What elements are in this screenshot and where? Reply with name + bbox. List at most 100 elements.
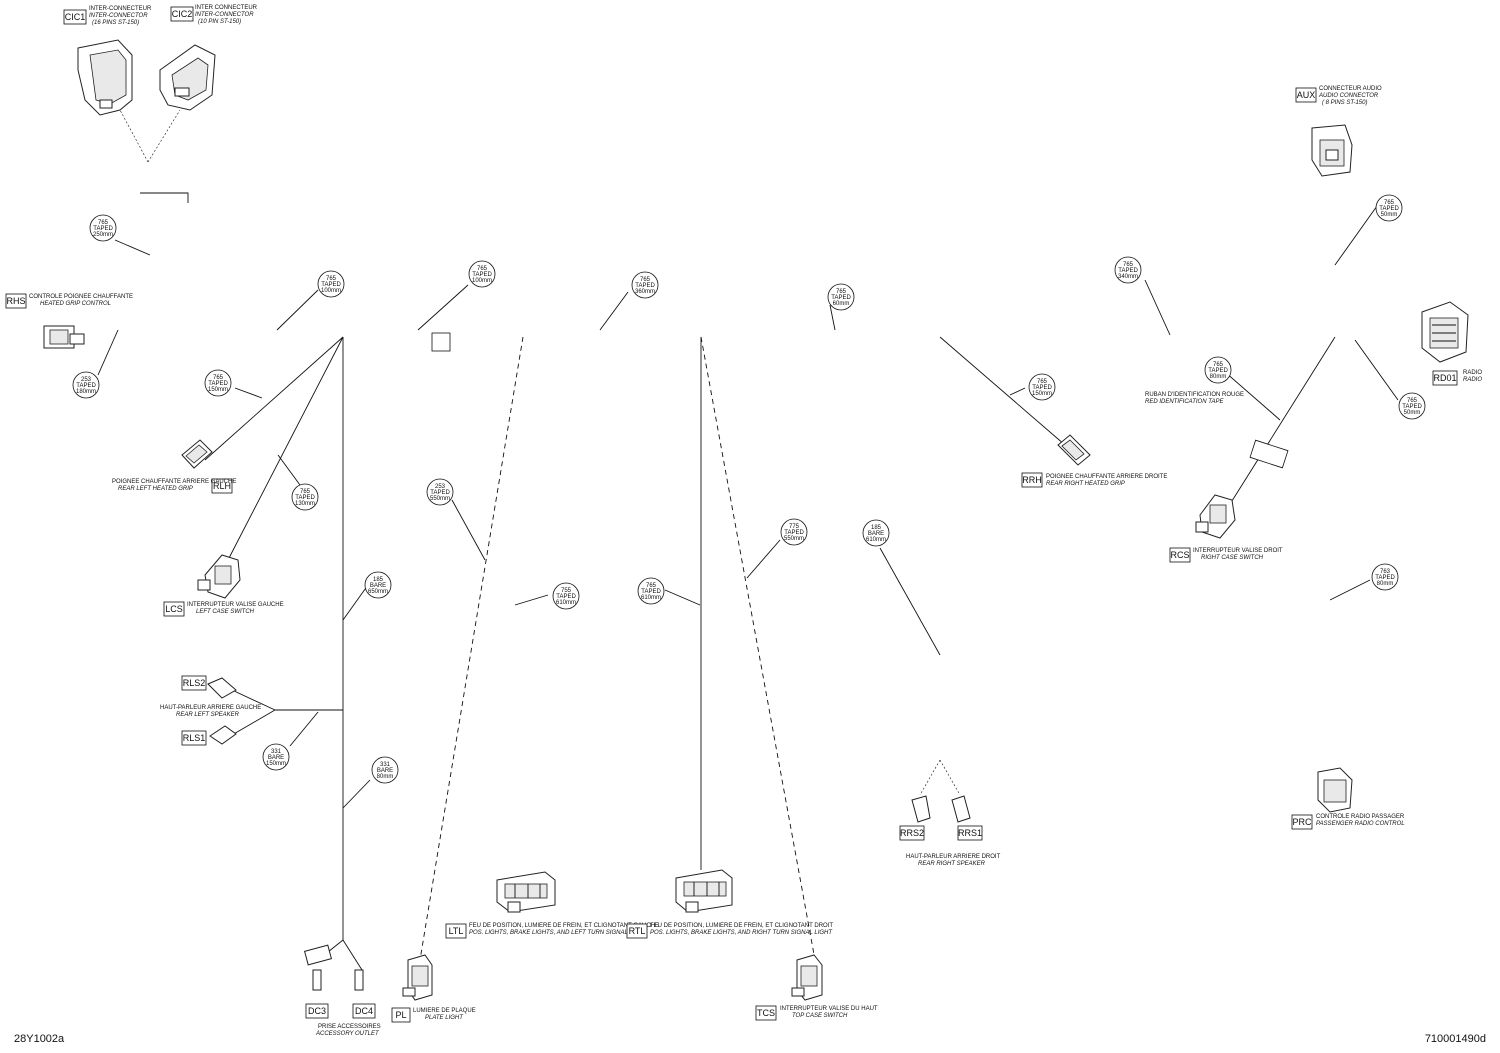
aux-en: AUDIO CONNECTOR (1318, 93, 1379, 99)
rhs-code: RHS (6, 296, 25, 306)
rcs-en: RIGHT CASE SWITCH (1201, 555, 1264, 561)
tcs-code: TCS (757, 1008, 775, 1018)
ltl-code: LTL (449, 926, 464, 936)
rls-fr: HAUT-PARLEUR ARRIERE GAUCHE (160, 705, 261, 711)
label-aux: AUX CONNECTEUR AUDIO AUDIO CONNECTOR ( 8… (1295, 86, 1382, 106)
callout-line: TAPED (635, 283, 655, 289)
label-red-tape: RUBAN D'IDENTIFICATION ROUGE RED IDENTIF… (1145, 392, 1244, 405)
rls1-code: RLS1 (183, 733, 206, 743)
label-cic2: CIC2 INTER CONNECTEUR INTER-CONNECTOR (1… (170, 5, 258, 25)
connector-rls2-shape (207, 677, 237, 699)
rhs-fr: CONTROLE POIGNEE CHAUFFANTE (29, 294, 133, 300)
aux-fr: CONNECTEUR AUDIO (1319, 86, 1382, 92)
callout-circle (204, 369, 232, 397)
callout-line: 150mm (208, 387, 228, 393)
callout-line: TAPED (1032, 385, 1052, 391)
rcs-code: RCS (1170, 550, 1189, 560)
cic2-code: CIC2 (172, 9, 193, 19)
callout-line: 130mm (295, 501, 315, 507)
callout-line: 360mm (635, 289, 655, 295)
dc4-code: DC4 (355, 1006, 373, 1016)
lcs-fr: INTERRUPTEUR VALISE GAUCHE (187, 602, 284, 608)
red-id-tape-shape (1249, 439, 1289, 469)
callout-line: 50mm (1381, 212, 1398, 218)
label-tcs: TCS INTERRUPTEUR VALISE DU HAUT TOP CASE… (755, 1005, 878, 1021)
callout-circle (89, 214, 117, 242)
rlh-code: RLH (213, 481, 231, 491)
callout-line: 765 (477, 266, 488, 272)
label-cic1: CIC1 INTER-CONNECTEUR INTER-CONNECTOR (1… (63, 6, 152, 26)
connector-rrh-shape (1057, 434, 1091, 466)
connector-shapes (43, 39, 1469, 1001)
connector-rls1-shape (209, 725, 237, 745)
pl-code: PL (395, 1010, 406, 1020)
callout-line: BARE (377, 768, 393, 774)
callout-line: TAPED (321, 282, 341, 288)
callout-circle (631, 271, 659, 299)
callout-circle (1204, 356, 1232, 384)
callout-line: 50mm (1404, 410, 1421, 416)
callout-line: 253 (435, 484, 446, 490)
callout-circle (426, 478, 454, 506)
callout-line: 765 (1384, 200, 1395, 206)
cic2-en: INTER-CONNECTOR (195, 12, 254, 18)
label-rhs: RHS CONTROLE POIGNEE CHAUFFANTE HEATED G… (5, 293, 133, 309)
rtl-fr: FEU DE POSITION, LUMIERE DE FREIN, ET CL… (650, 923, 833, 929)
callout-line: TAPED (76, 383, 96, 389)
cic1-fr: INTER-CONNECTEUR (89, 6, 152, 12)
connector-dc3-shape (303, 944, 333, 991)
callout-line: TAPED (556, 594, 576, 600)
tcs-fr: INTERRUPTEUR VALISE DU HAUT (780, 1006, 878, 1012)
connector-cic1-shape (77, 39, 133, 116)
prc-en: PASSENGER RADIO CONTROL (1316, 821, 1405, 827)
callout-line: 610mm (641, 595, 661, 601)
callout-line: 763 (1380, 569, 1391, 575)
rls2-code: RLS2 (183, 678, 206, 688)
connector-rhs-shape (43, 325, 85, 349)
rd01-fr: RADIO (1463, 370, 1482, 376)
callout-circle (291, 483, 319, 511)
label-rls2: RLS2 (181, 675, 207, 691)
aux-code: AUX (1297, 90, 1316, 100)
aux-note: ( 8 PINS ST-150) (1322, 100, 1367, 106)
callout-circle (827, 283, 855, 311)
callout-line: 185 (871, 525, 882, 531)
rrs1-code: RRS1 (958, 828, 982, 838)
callout-line: 550mm (430, 496, 450, 502)
tape-en: RED IDENTIFICATION TAPE (1145, 399, 1224, 405)
callout-circle (371, 756, 399, 784)
callout-line: TAPED (93, 226, 113, 232)
callout-line: 331 (380, 762, 391, 768)
callout-circle (364, 571, 392, 599)
connector-rtl-shape (675, 869, 733, 913)
connector-pl-shape (402, 954, 433, 1001)
callout-circle (468, 260, 496, 288)
callout-line: 80mm (377, 774, 394, 780)
cic1-code: CIC1 (65, 12, 86, 22)
label-dc3: DC3 (305, 1003, 329, 1019)
callout-line: 100mm (321, 288, 341, 294)
label-rls1: RLS1 (181, 730, 207, 746)
ltl-en: POS. LIGHTS, BRAKE LIGHTS, AND LEFT TURN… (469, 930, 648, 936)
callout-line: 331 (271, 749, 282, 755)
callout-line: 80mm (1377, 581, 1394, 587)
callout-circle (552, 582, 580, 610)
label-pl: PL LUMIERE DE PLAQUE PLATE LIGHT (391, 1007, 476, 1023)
rrs2-code: RRS2 (900, 828, 924, 838)
callout-line: TAPED (1402, 404, 1422, 410)
cic2-note: (10 PIN ST-150) (198, 19, 241, 25)
rrh-fr: POIGNEE CHAUFFANTE ARRIERE DROITE (1046, 474, 1167, 480)
callout-line: 765 (300, 489, 311, 495)
callout-line: 340mm (1118, 274, 1138, 280)
